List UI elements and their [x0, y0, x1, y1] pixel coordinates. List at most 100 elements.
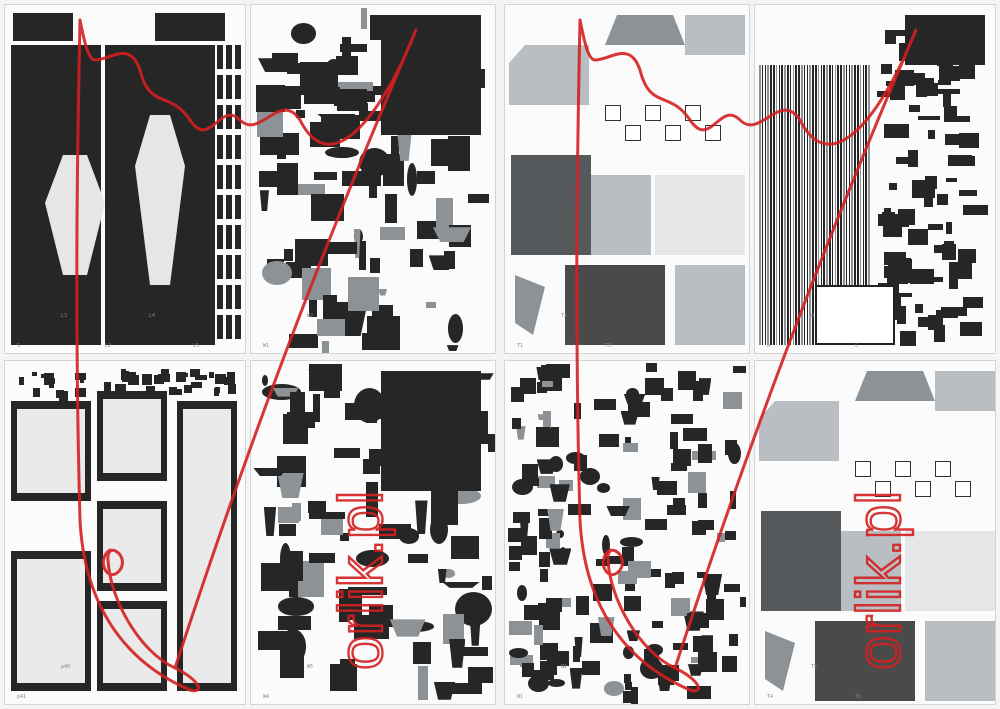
- model-part: [655, 175, 745, 255]
- model-part: [519, 520, 529, 542]
- model-part: [740, 596, 747, 608]
- model-part: [360, 587, 387, 595]
- model-part: [812, 65, 814, 345]
- model-part: [598, 434, 619, 447]
- model-part: [389, 619, 426, 637]
- model-part: [428, 255, 454, 271]
- model-part: [226, 165, 232, 189]
- model-part: [361, 8, 368, 29]
- model-part: [698, 492, 707, 509]
- model-part: [645, 363, 657, 373]
- model-part: [449, 638, 466, 668]
- model-part: [889, 183, 897, 191]
- model-part: [547, 509, 564, 531]
- model-part: [261, 374, 269, 387]
- part-label: p40: [61, 664, 71, 670]
- model-part: [959, 133, 979, 148]
- model-part: [208, 372, 214, 378]
- model-part: [259, 190, 269, 212]
- model-part: [59, 391, 68, 402]
- model-part: [877, 213, 901, 227]
- model-part: [582, 660, 600, 675]
- model-part: [538, 518, 552, 539]
- model-part: [215, 387, 221, 393]
- model-part: [573, 403, 582, 419]
- model-part: [539, 551, 550, 568]
- model-part: [314, 172, 338, 180]
- part-label: N1: [517, 694, 524, 700]
- model-part: [601, 534, 610, 556]
- model-part: [487, 434, 495, 452]
- model-part: [687, 471, 707, 494]
- model-part: [624, 595, 642, 612]
- model-part: [309, 553, 336, 564]
- model-part: [226, 285, 232, 309]
- model-part: [895, 156, 911, 165]
- model-part: [334, 447, 361, 458]
- model-part: [949, 273, 958, 290]
- model-part: [415, 500, 428, 535]
- model-part: [369, 257, 381, 274]
- model-part: [784, 65, 786, 345]
- model-part: [277, 472, 304, 499]
- model-part: [278, 524, 297, 536]
- model-part: [235, 195, 241, 219]
- model-part: [759, 65, 761, 345]
- model-part: [263, 506, 277, 537]
- model-part: [189, 369, 200, 377]
- model-part: [697, 444, 713, 463]
- model-part: [340, 658, 355, 685]
- model-part: [687, 613, 710, 628]
- model-part: [481, 575, 492, 591]
- model-part: [549, 484, 570, 502]
- model-part: [259, 171, 290, 187]
- model-part: [765, 631, 795, 691]
- model-part: [115, 384, 126, 396]
- model-part: [512, 478, 534, 496]
- model-part: [798, 65, 800, 345]
- model-part: [217, 225, 223, 249]
- model-part: [146, 385, 155, 391]
- model-part: [943, 92, 952, 107]
- part-label: T1: [517, 343, 524, 349]
- model-part: [905, 15, 985, 65]
- model-part: [670, 413, 693, 425]
- part-label: L5: [193, 343, 200, 349]
- model-part: [226, 195, 232, 219]
- part-label: T4: [767, 694, 774, 700]
- model-part: [33, 388, 41, 398]
- model-part: [217, 105, 223, 129]
- model-part: [881, 63, 893, 75]
- model-part: [618, 571, 637, 584]
- model-part: [524, 604, 543, 620]
- model-part: [665, 125, 681, 141]
- model-part: [310, 193, 344, 221]
- model-part: [183, 409, 231, 683]
- model-part: [675, 265, 745, 345]
- model-part: [553, 597, 572, 608]
- model-part: [623, 674, 632, 683]
- model-part: [591, 175, 651, 255]
- model-part: [944, 240, 954, 256]
- model-part: [945, 177, 958, 183]
- model-part: [324, 381, 341, 398]
- model-part: [358, 147, 391, 177]
- model-part: [511, 418, 522, 429]
- model-part: [958, 189, 978, 196]
- model-part: [542, 410, 552, 429]
- model-part: [295, 239, 328, 267]
- model-part: [565, 265, 665, 345]
- model-part: [925, 176, 937, 189]
- model-part: [226, 255, 232, 279]
- model-part: [692, 381, 704, 402]
- model-part: [815, 285, 895, 345]
- model-part: [729, 634, 739, 646]
- model-part: [417, 666, 428, 700]
- model-part: [155, 13, 225, 41]
- model-part: [75, 388, 86, 397]
- model-part: [103, 509, 161, 583]
- model-part: [217, 165, 223, 189]
- model-part: [508, 648, 529, 659]
- model-part: [447, 683, 482, 695]
